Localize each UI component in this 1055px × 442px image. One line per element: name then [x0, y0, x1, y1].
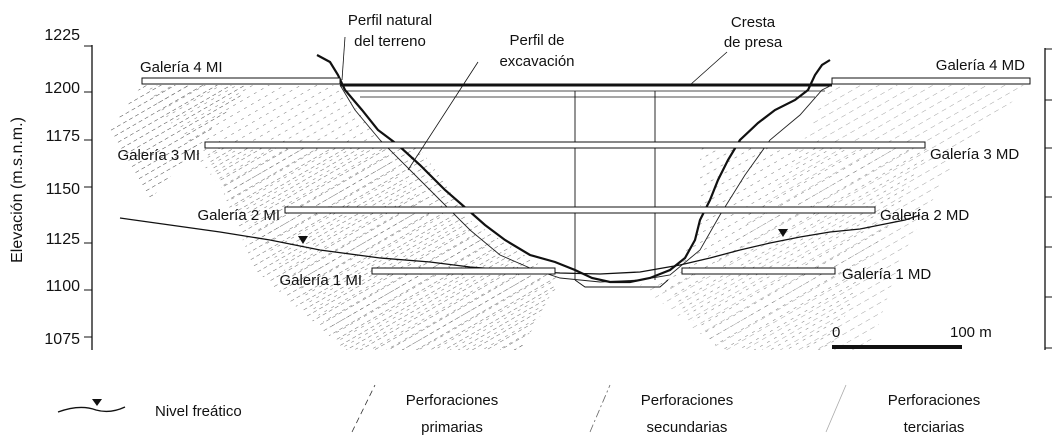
gallery-3-left: [204, 141, 926, 149]
label-g2-right: Galería 2 MD: [880, 207, 969, 224]
scale-bar: 0 100 m: [832, 324, 992, 349]
label-g1-right: Galería 1 MD: [842, 266, 931, 283]
label-perfil-natural-1: Perfil natural: [348, 12, 432, 29]
gallery-2-left: [284, 206, 876, 214]
legend-secundarias-2: secundarias: [647, 419, 728, 436]
gallery-1-right: [681, 267, 836, 275]
label-perfil-excavacion-2: excavación: [499, 53, 574, 70]
gallery-1-left: [371, 267, 556, 275]
hatch-left-band: [110, 85, 560, 350]
legend-terciarias-1: Perforaciones: [888, 392, 981, 409]
label-g1-left: Galería 1 MI: [279, 272, 362, 289]
tick-1100: 1100: [46, 278, 81, 295]
right-axis: [1044, 48, 1052, 350]
legend: Nivel freático Perforaciones primarias P…: [57, 384, 981, 436]
tick-1125: 1125: [46, 231, 81, 248]
label-perfil-natural-2: del terreno: [354, 33, 426, 50]
tick-1225: 1225: [44, 27, 80, 44]
water-table-marker-right: [778, 229, 788, 237]
legend-primarias-2: primarias: [421, 419, 483, 436]
scale-end: 100 m: [950, 324, 992, 341]
legend-primarias-1: Perforaciones: [406, 392, 499, 409]
natural-terrain-line: [316, 54, 831, 284]
tick-1150: 1150: [46, 181, 81, 198]
scale-start: 0: [832, 324, 840, 341]
label-cresta-1: Cresta: [731, 14, 776, 31]
legend-terciarias-2: terciarias: [904, 419, 965, 436]
label-perfil-excavacion-1: Perfil de: [509, 32, 564, 49]
galleries: [141, 77, 1031, 275]
label-g2-left: Galería 2 MI: [197, 207, 280, 224]
elevation-axis: 1225 1200 1175 1150 1125 1100 1075 Eleva…: [9, 27, 93, 350]
legend-nivel: Nivel freático: [155, 403, 242, 420]
legend-water-icon: [57, 406, 126, 413]
excavation-profile: [339, 84, 833, 283]
axis-title: Elevación (m.s.n.m.): [9, 117, 26, 263]
tick-1175: 1175: [46, 128, 81, 145]
gallery-4-right: [831, 77, 1031, 85]
label-cresta-2: de presa: [724, 34, 783, 51]
gallery-4-left: [141, 77, 341, 85]
dam-body: [340, 83, 832, 288]
label-g4-right: Galería 4 MD: [936, 57, 1025, 74]
label-g4-left: Galería 4 MI: [140, 59, 223, 76]
label-g3-right: Galería 3 MD: [930, 146, 1019, 163]
water-table-marker-left: [298, 236, 308, 244]
tick-1200: 1200: [44, 80, 80, 97]
legend-secundarias-1: Perforaciones: [641, 392, 734, 409]
label-g3-left: Galería 3 MI: [117, 147, 200, 164]
hatch-right-band: [640, 85, 1030, 350]
water-table-line: [119, 214, 921, 275]
tick-1075: 1075: [44, 331, 80, 348]
